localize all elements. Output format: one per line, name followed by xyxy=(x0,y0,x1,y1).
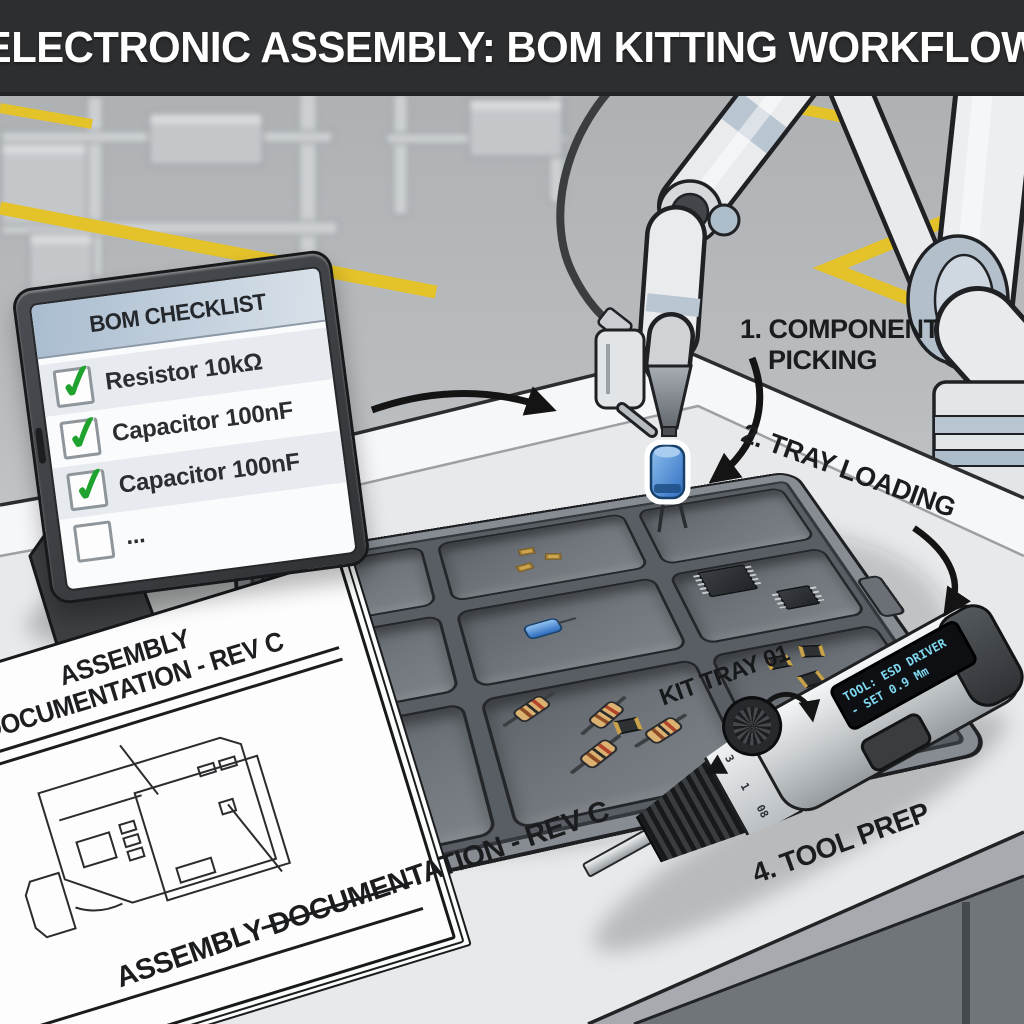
yellow-line-left xyxy=(0,201,438,299)
poster-title: ELECTRONIC ASSEMBLY: BOM KITTING WORKFLO… xyxy=(0,23,1024,72)
arm-band xyxy=(645,293,701,317)
table-front-edge xyxy=(587,830,1024,1024)
arrow-tablet-to-tray xyxy=(370,386,557,416)
title-banner: ELECTRONIC ASSEMBLY: BOM KITTING WORKFLO… xyxy=(0,0,1024,96)
dial-rotation-arrow xyxy=(766,691,821,723)
checkbox xyxy=(72,520,116,563)
tablet-screen: BOM CHECKLIST ✓ Resistor 10kΩ ✓ Capacito… xyxy=(28,265,358,592)
check-icon: ✓ xyxy=(66,454,116,515)
checkbox: ✓ xyxy=(66,455,116,514)
document-cover-page: ASSEMBLY DOCUMENTATION - REV C xyxy=(0,556,457,1024)
pcb-line-drawing xyxy=(24,737,292,939)
arrow-tray-to-tool xyxy=(912,525,971,618)
robot-arm-right xyxy=(824,28,1024,512)
step-label-component-picking: 1. COMPONENT PICKING xyxy=(740,314,940,376)
checkbox: ✓ xyxy=(52,352,102,411)
assembly-document: ASSEMBLY DOCUMENTATION - REV C xyxy=(0,556,472,1024)
checklist-item-label: Resistor 10kΩ xyxy=(103,348,264,396)
checkbox: ✓ xyxy=(59,403,109,463)
yellow-line-topleft xyxy=(0,103,93,129)
picked-capacitor xyxy=(644,439,691,533)
arrow-picking-to-tray xyxy=(708,356,764,484)
checklist-title: BOM CHECKLIST xyxy=(88,287,268,337)
tablet-body: BOM CHECKLIST ✓ Resistor 10kΩ ✓ Capacito… xyxy=(10,248,372,606)
checklist-item-label: ... xyxy=(124,521,147,551)
nozzle-tip xyxy=(661,426,677,437)
